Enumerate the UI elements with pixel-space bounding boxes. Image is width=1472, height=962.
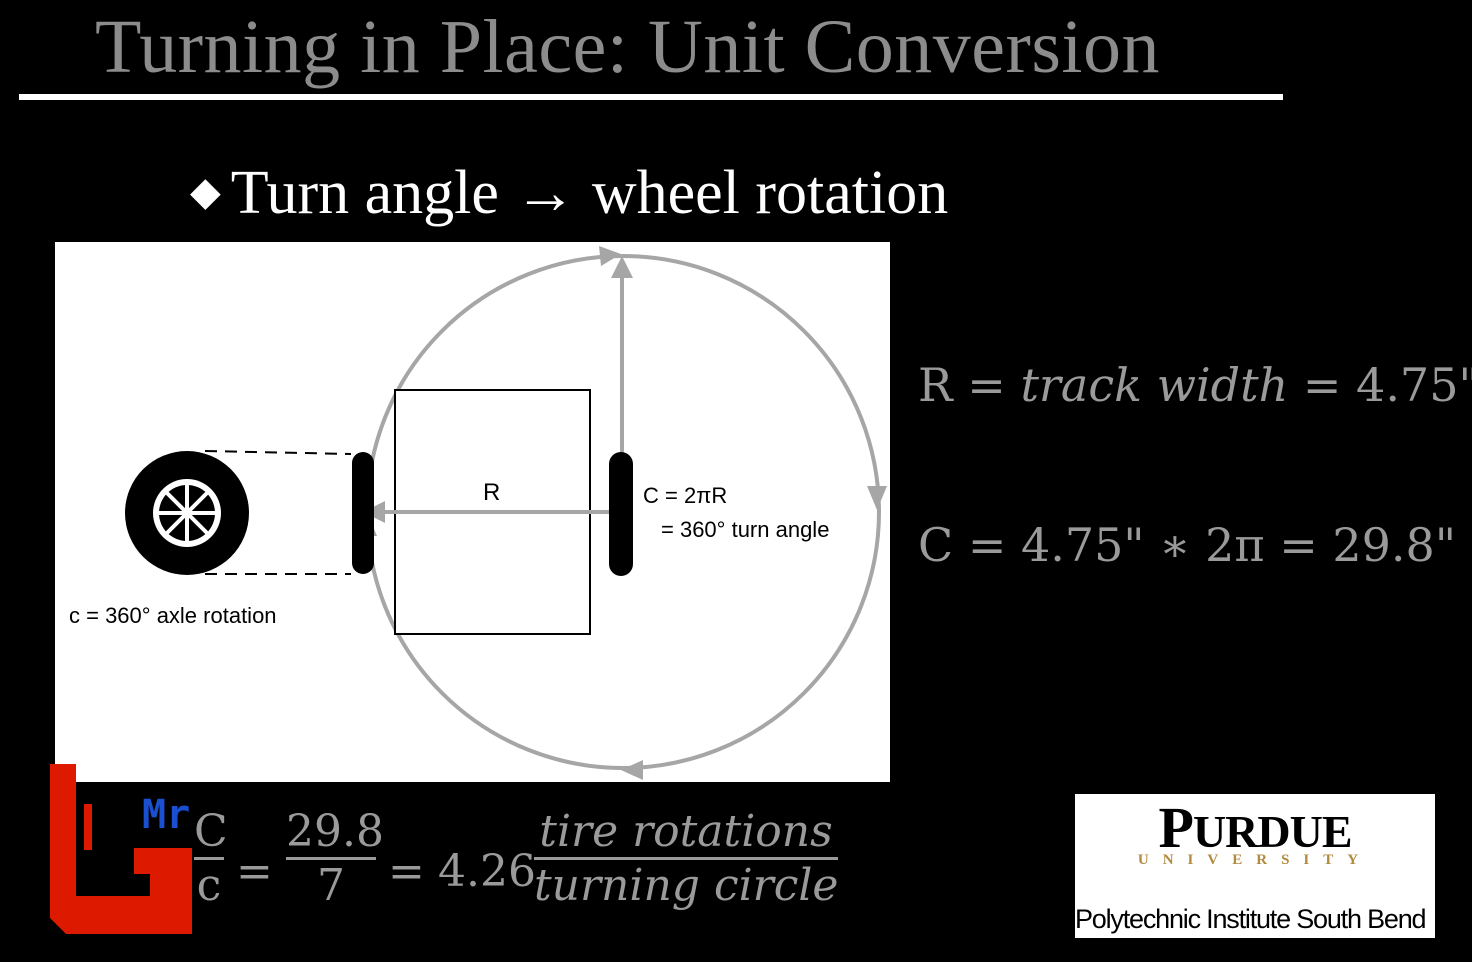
circle-arrow-right [867, 486, 887, 510]
radius-label: R [483, 479, 500, 506]
circumference-label: C = 2πR [643, 483, 727, 508]
eq2-equals: = [967, 518, 1007, 572]
slide-title: Turning in Place: Unit Conversion [95, 5, 1161, 89]
frac1-denominator: c [196, 860, 222, 911]
purdue-logo: PURDUE UNIVERSITY Polytechnic Institute … [1075, 794, 1435, 938]
turn-angle-label: = 360° turn angle [661, 517, 829, 542]
vertical-arrow-head [611, 256, 633, 278]
eq1-rhs: 4.75" [1356, 358, 1472, 412]
frac3-denominator: turning circle [534, 860, 839, 911]
purdue-rest: URDUE [1192, 806, 1353, 857]
equation-circumference: C = 4.75" ∗ 2π = 29.8" [918, 518, 1456, 572]
eq3-equals: = [236, 846, 273, 897]
title-divider [19, 94, 1283, 100]
left-wheel [352, 452, 374, 574]
frac2-bar [286, 857, 376, 860]
frac2-numerator: 29.8 [286, 806, 384, 857]
circle-arrow-bottom [621, 760, 643, 780]
frac-units: tire rotations turning circle [534, 806, 838, 911]
eq1-term: track width [1020, 358, 1289, 412]
diamond-bullet-icon: ◆ [190, 169, 221, 214]
eq1-equals-2: = [1302, 358, 1342, 412]
right-wheel [609, 452, 633, 576]
eq3-value: 4.26 [438, 846, 536, 897]
eq1-equals: = [967, 358, 1006, 412]
frac3-numerator: tire rotations [539, 806, 833, 857]
frac1-numerator: C [194, 806, 228, 857]
purdue-university-text: UNIVERSITY [1137, 852, 1373, 868]
eq2-term: 4.75" ∗ 2π [1021, 518, 1265, 572]
watermark-logo: Mr [50, 764, 192, 934]
bullet-text: Turn angle → wheel rotation [230, 159, 949, 227]
dashed-line-top [204, 450, 352, 455]
purdue-wordmark: PURDUE [1075, 794, 1435, 861]
watermark-red-shape [50, 764, 192, 934]
turning-diagram: R C = 2πR = 360° turn angle c = 360° axl… [55, 242, 890, 782]
eq2-lhs: C [918, 518, 954, 572]
frac3-bar [534, 857, 838, 860]
purdue-initial: P [1158, 795, 1194, 860]
tire-icon [125, 451, 249, 575]
bullet-point: ◆Turn angle → wheel rotation [190, 158, 948, 229]
frac2-denominator: 7 [317, 860, 345, 911]
watermark-letters: Mr [142, 792, 190, 838]
frac1-bar [194, 857, 224, 860]
equation-track-width: R = track width = 4.75" [918, 358, 1472, 412]
axle-rotation-label: c = 360° axle rotation [69, 603, 277, 628]
frac-values: 29.8 7 [286, 806, 384, 911]
eq2-equals-2: = [1279, 518, 1318, 572]
eq1-lhs: R [918, 358, 953, 412]
circle-arrow-top [599, 246, 621, 266]
eq3-equals-2: = [388, 846, 425, 897]
frac-circumference-ratio: C c [194, 806, 228, 911]
turning-diagram-svg: R C = 2πR = 360° turn angle c = 360° axl… [69, 246, 887, 780]
campus-name: Polytechnic Institute South Bend [1075, 904, 1427, 934]
equation-tire-rotations: C c = 29.8 7 = 4.26 tire rotations turni… [190, 806, 850, 946]
eq2-rhs: 29.8" [1332, 518, 1456, 572]
